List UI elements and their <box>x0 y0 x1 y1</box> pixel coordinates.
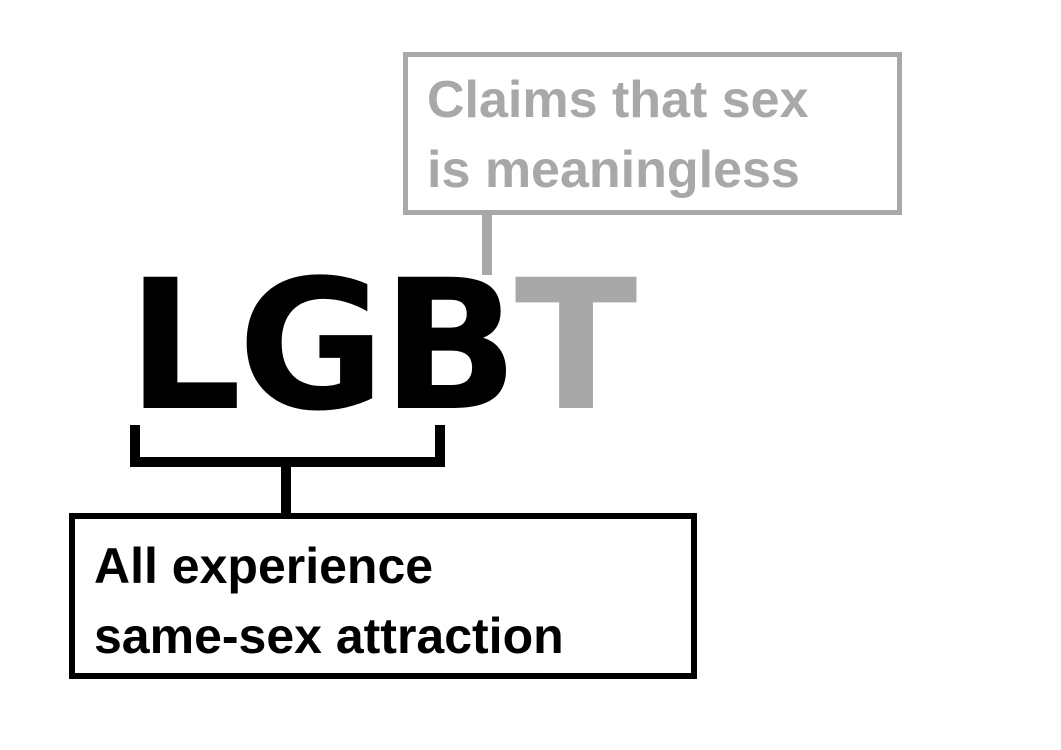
top-callout-text: Claims that sex is meaningless <box>427 65 897 205</box>
acronym-t: T <box>514 242 638 451</box>
acronym-lgb: LGB <box>127 242 519 451</box>
bottom-callout-line-1: All experience <box>94 538 434 594</box>
bottom-callout-line-2: same-sex attraction <box>94 608 564 664</box>
bottom-callout-box: All experience same-sex attraction <box>69 513 697 679</box>
top-callout-box: Claims that sex is meaningless <box>403 52 902 215</box>
top-callout-line-1: Claims that sex <box>427 71 809 129</box>
acronym-heading: LGBT <box>127 257 637 437</box>
bottom-callout-text: All experience same-sex attraction <box>94 531 691 671</box>
top-callout-line-2: is meaningless <box>427 141 800 199</box>
